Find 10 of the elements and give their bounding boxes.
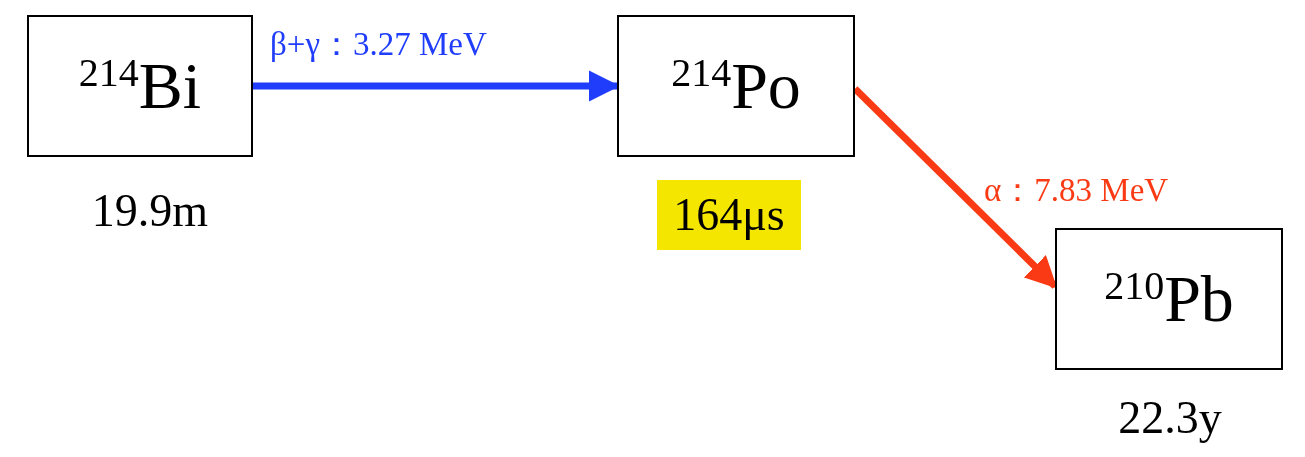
half-life: 22.3y (1118, 395, 1222, 441)
arrow (852, 86, 1058, 289)
nuclide-symbol: $^{210}$Pb (1104, 266, 1234, 332)
nuclide-box (617, 15, 855, 157)
highlighted-half-life: 164μs (657, 180, 801, 250)
nuclide-symbol: $^{214}$Po (671, 53, 801, 119)
nuclide-box (27, 15, 253, 157)
nuclide-symbol: $^{214}$Bi (78, 53, 202, 119)
nuclide-box (1055, 228, 1283, 370)
half-life: 19.9m (91, 188, 209, 234)
